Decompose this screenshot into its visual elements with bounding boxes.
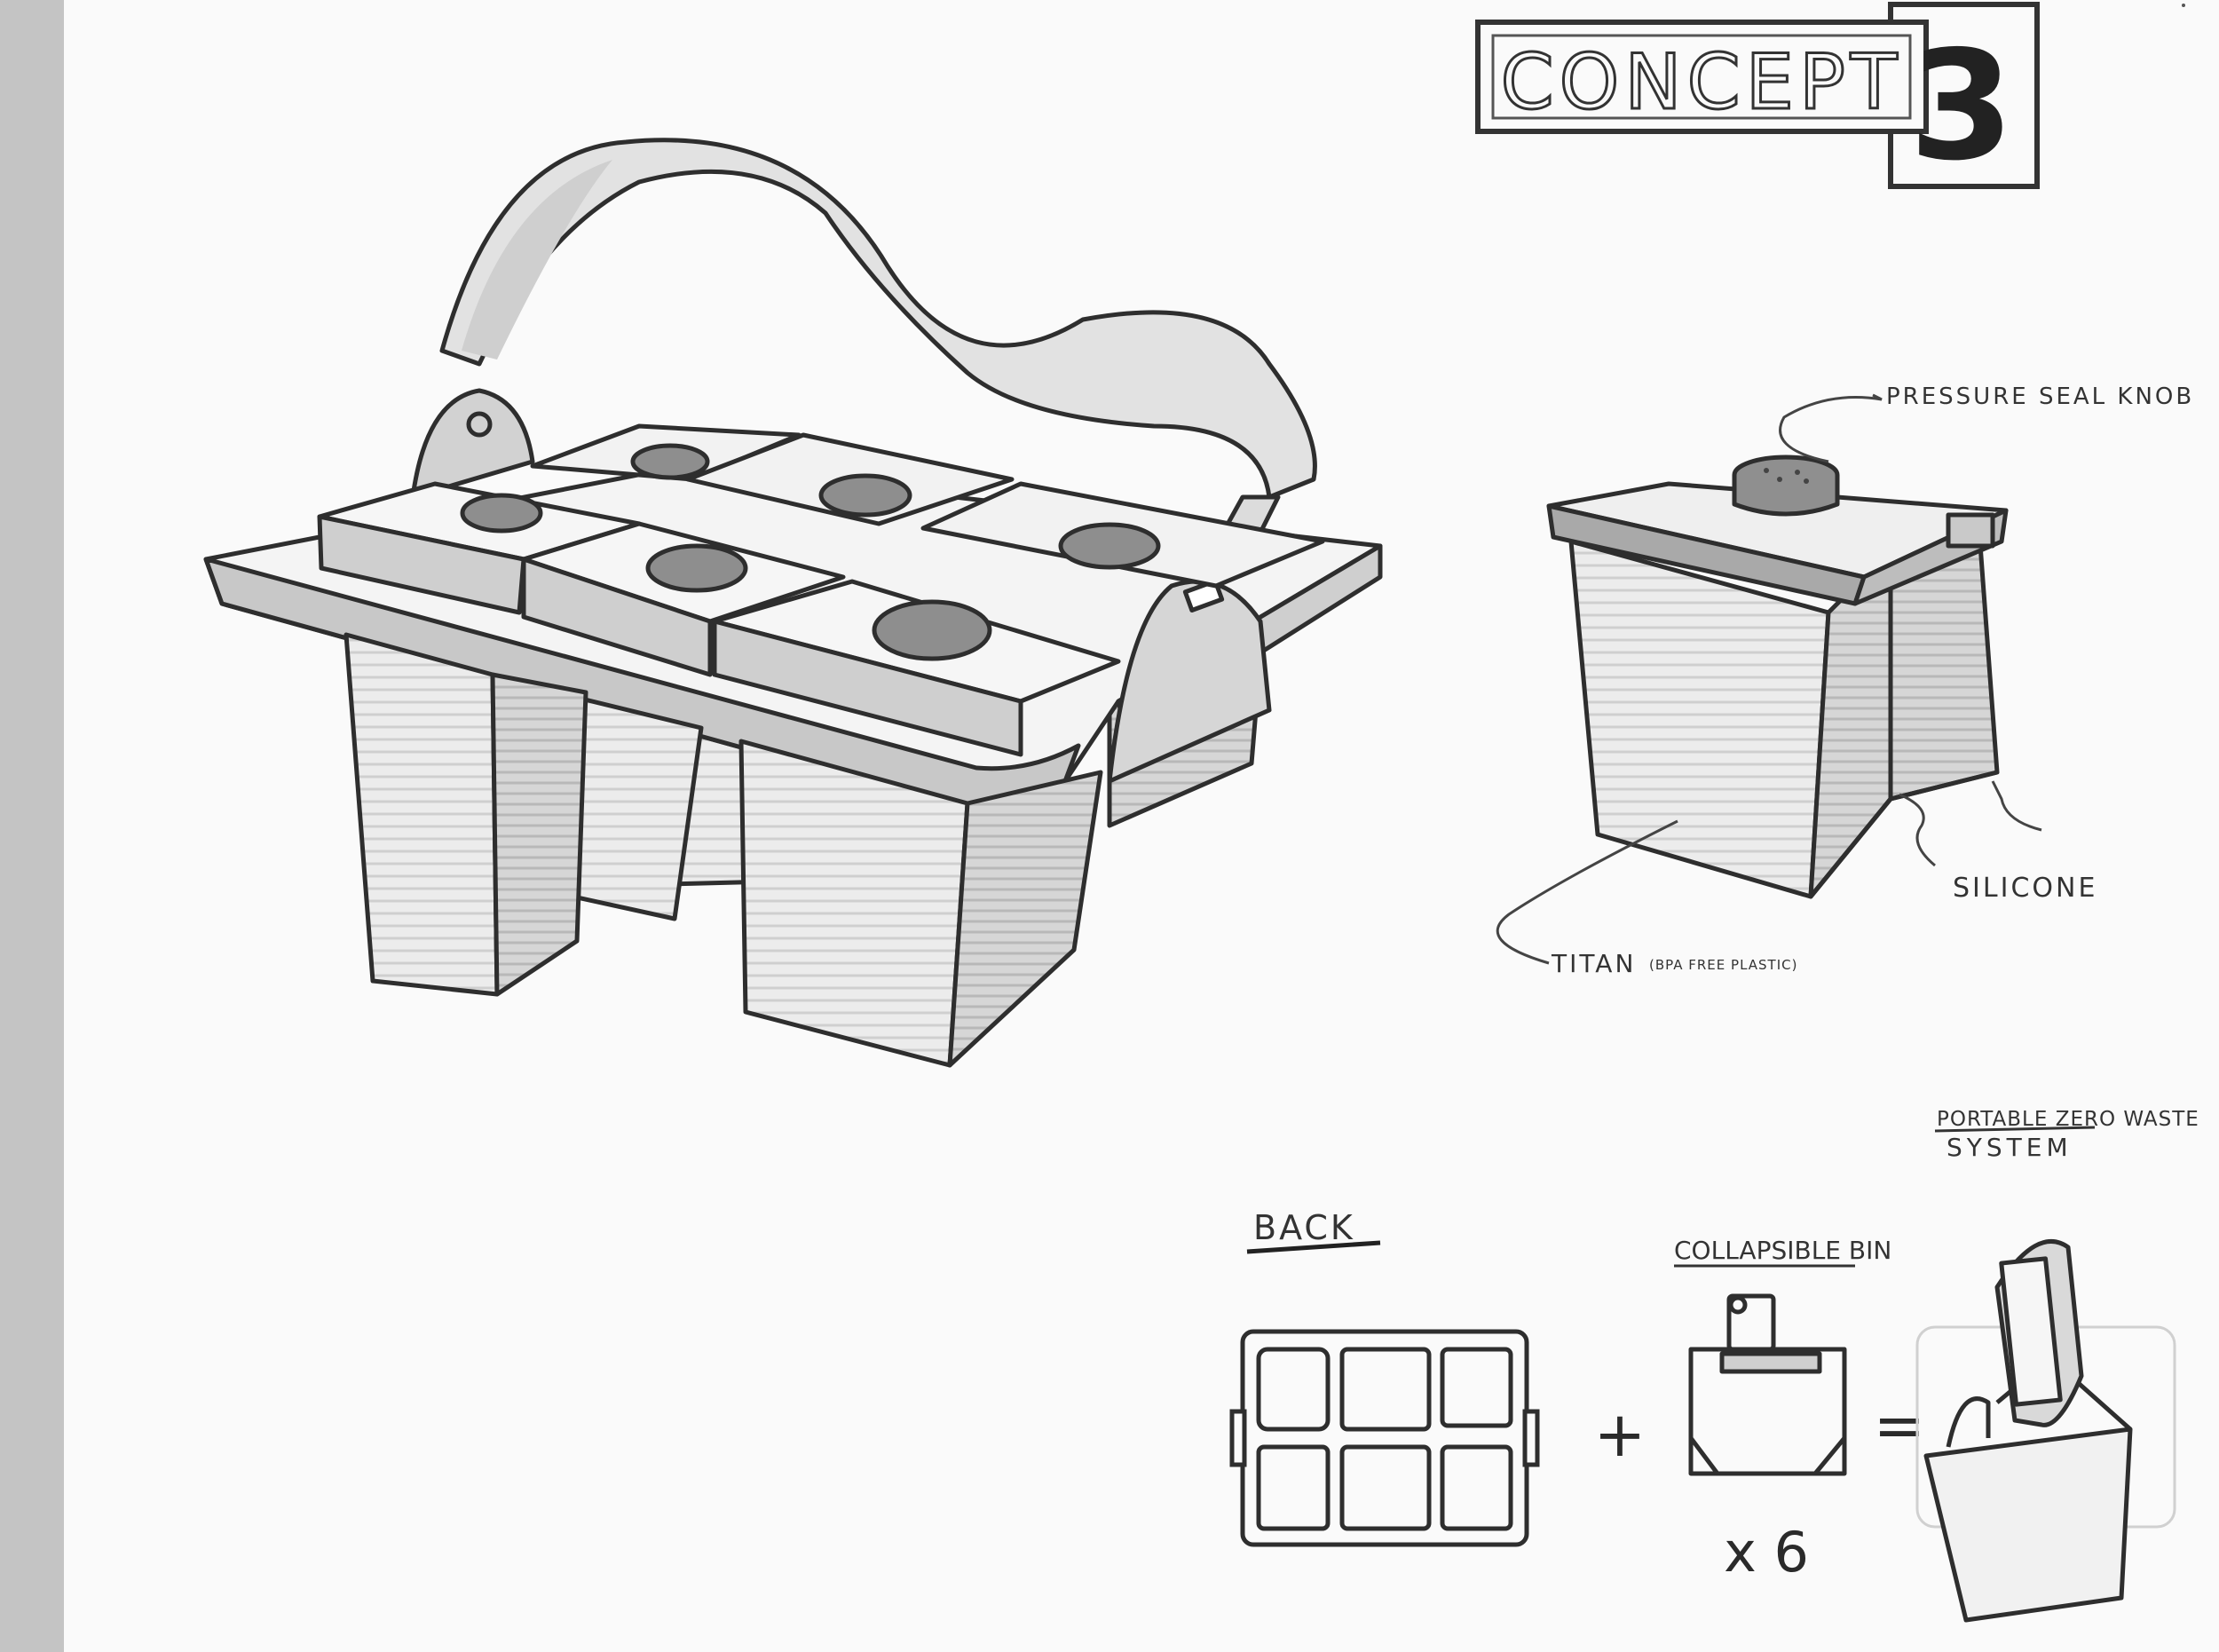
assembled-system-view [1915,1238,2176,1623]
assembled-bag-handle [1946,1396,1991,1448]
back-cell-2 [1339,1347,1432,1432]
label-titan: TITAN [1551,949,1636,978]
back-cell-5 [1339,1444,1432,1531]
leader-silicone-2 [1991,780,2042,832]
back-cell-4 [1256,1444,1331,1531]
right-pivot-slot [1182,579,1225,613]
bin-lid-clip [1946,512,1995,549]
back-tray-tab-right [1522,1409,1540,1467]
knob-back-1 [630,443,710,480]
system-heading-line2: SYSTEM [1947,1133,2073,1162]
left-handle-mount [410,388,535,500]
front-leg-1-side [490,672,588,997]
title-number: 3 [1909,19,2014,194]
bin-fold [1689,1436,1846,1476]
title-block: CONCEPT 3 [1475,2,2040,194]
title-word: CONCEPT [1501,38,1903,127]
lid-front-2-side [521,557,713,677]
paper-left-edge [0,0,64,1652]
assembled-tray-window [1999,1256,2063,1407]
silicone-fold [1809,770,1998,898]
bin-label: COLLAPSIBLE BIN [1674,1236,1891,1265]
carrier-handle [439,138,1317,500]
carrier-sketch [203,138,1383,1068]
assembled-bag-body [1923,1427,2133,1623]
collapsible-bin-diagram [1688,1293,1847,1476]
leader-titan [1496,819,1678,965]
bin-band [1719,1351,1822,1374]
lid-front-3-side [712,619,1023,757]
single-bin-sketch [1546,454,2009,899]
right-handle-mount [1107,579,1272,784]
back-tray-tab-left [1229,1409,1247,1467]
callout-leaders [1496,393,2042,965]
back-cell-3 [1440,1347,1513,1428]
knob-front-2 [645,543,748,593]
bin-hanger-hole [1728,1295,1748,1315]
system-heading-underline [1934,1126,2096,1133]
front-leg-3-side [947,770,1103,1068]
knob-vent-holes [1764,468,1809,484]
title-word-box [1475,20,1929,134]
paper-speck [2182,4,2185,7]
bin-body [1688,1347,1847,1476]
plus-sign: + [1594,1398,1646,1471]
title-word-inner-box [1491,34,1912,120]
leader-silicone-1 [1899,793,1936,867]
knob-back-3 [1058,522,1161,570]
label-silicone: SILICONE [1953,873,2097,904]
collapsible-bin-view: COLLAPSIBLE BIN x 6 [1674,1236,1891,1585]
label-pressure-seal-knob: PRESSURE SEAL KNOB [1886,383,2194,410]
back-label: BACK [1253,1208,1355,1247]
back-tray-diagram [1229,1329,1540,1547]
lid-front-1-side [317,514,526,615]
back-cell-6 [1440,1444,1513,1531]
leader-pressure-seal [1779,393,1883,463]
handle-shading [462,160,612,360]
system-heading: PORTABLE ZERO WASTE SYSTEM [1934,1108,2199,1162]
knob-front-1 [460,493,543,534]
back-view: BACK [1229,1208,1540,1547]
knob-front-3 [872,599,992,661]
bin-multiplier: x 6 [1724,1520,1809,1585]
lid-knobs [460,443,1161,661]
back-label-underline [1246,1240,1381,1254]
pressure-seal-knob-body [1732,475,1840,517]
back-cell-1 [1256,1347,1331,1432]
knob-back-2 [818,473,912,518]
left-pivot [466,411,493,438]
front-leg-1 [344,632,500,997]
label-titan-note: (BPA FREE PLASTIC) [1649,957,1797,973]
